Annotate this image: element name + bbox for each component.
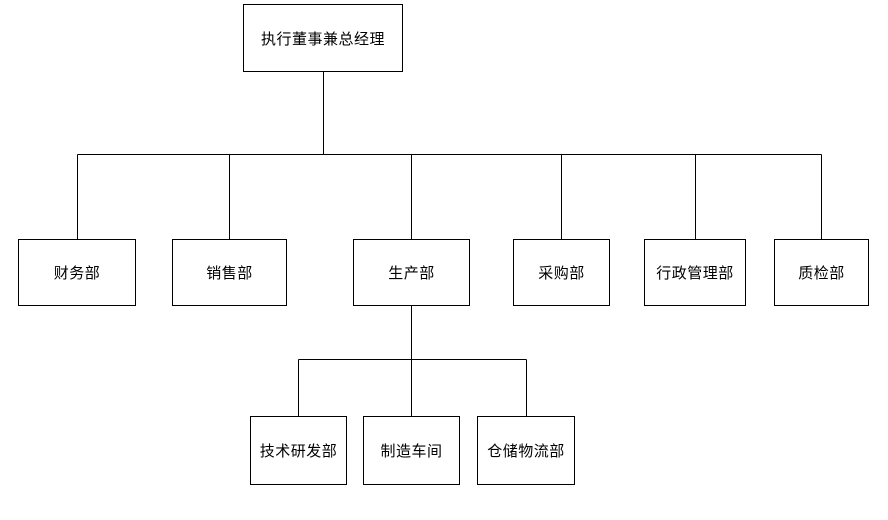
org-node-label: 质检部	[798, 265, 845, 282]
org-node-administration-dept: 行政管理部	[644, 239, 746, 306]
org-node-warehouse-logistics-dept: 仓储物流部	[477, 416, 575, 485]
org-node-label: 执行董事兼总经理	[260, 30, 385, 48]
org-node-finance-dept: 财务部	[18, 239, 136, 306]
org-node-production-dept: 生产部	[353, 239, 470, 306]
org-node-label: 生产部	[388, 265, 435, 282]
org-node-label: 行政管理部	[656, 265, 734, 282]
org-node-label: 销售部	[206, 265, 253, 282]
org-node-quality-inspection-dept: 质检部	[774, 239, 869, 306]
org-node-label: 仓储物流部	[487, 443, 565, 460]
org-node-tech-rnd-dept: 技术研发部	[250, 416, 347, 485]
org-node-label: 采购部	[538, 265, 585, 282]
org-node-label: 制造车间	[380, 443, 443, 460]
org-node-label: 财务部	[53, 265, 101, 282]
org-node-manufacturing-workshop: 制造车间	[363, 416, 460, 485]
org-node-label: 技术研发部	[259, 443, 338, 460]
org-node-sales-dept: 销售部	[172, 239, 287, 306]
org-node-executive-director-general-manager: 执行董事兼总经理	[243, 4, 403, 72]
org-node-purchasing-dept: 采购部	[513, 239, 610, 306]
